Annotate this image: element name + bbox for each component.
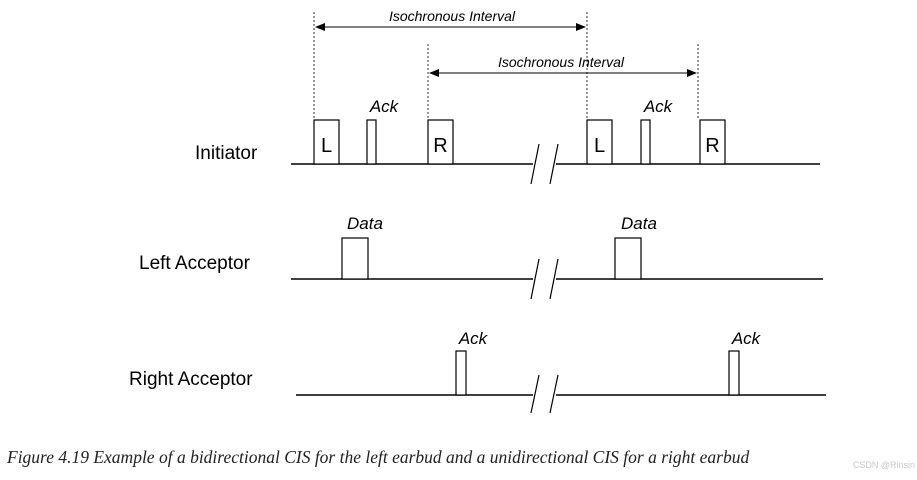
initiator-ack-1-label: Ack [369,97,400,116]
row-label-initiator: Initiator [195,143,258,164]
right-acceptor-ack-1 [455,350,467,396]
right-acceptor-ack-2-label: Ack [731,329,762,348]
isochronous-interval-1: Isochronous Interval [313,8,588,118]
interval-2-label: Isochronous Interval [498,54,625,70]
row-label-right-acceptor: Right Acceptor [129,369,253,390]
left-acceptor-data-2-label: Data [621,214,657,233]
right-acceptor-row: Right Acceptor Ack Ack [129,329,826,414]
left-acceptor-data-1 [341,237,369,280]
initiator-packet-r-1-letter: R [433,135,447,157]
left-acceptor-break-mark [530,258,559,300]
initiator-ack-1 [366,119,377,165]
initiator-packet-r-2 [699,119,726,165]
left-acceptor-data-2 [614,237,642,280]
right-acceptor-break-mark [530,374,559,414]
initiator-ack-2-label: Ack [643,97,674,116]
initiator-ack-2 [640,119,651,165]
initiator-packet-r-2-letter: R [705,135,719,157]
right-acceptor-ack-1-label: Ack [458,329,489,348]
figure-caption: Figure 4.19 Example of a bidirectional C… [7,447,750,467]
initiator-packet-r-1 [427,119,454,165]
isochronous-interval-2: Isochronous Interval [427,44,699,118]
initiator-packet-l-1-letter: L [321,135,332,157]
initiator-packet-l-2 [586,119,613,165]
left-acceptor-row: Left Acceptor Data Data [139,214,823,300]
initiator-packet-l-1 [313,119,340,165]
initiator-packet-l-2-letter: L [594,135,605,157]
right-acceptor-ack-2 [728,350,740,396]
row-label-left-acceptor: Left Acceptor [139,253,251,274]
interval-1-label: Isochronous Interval [389,8,516,24]
initiator-break-mark [530,143,559,185]
initiator-row: Initiator L Ack R L Ack R [195,97,820,185]
watermark: CSDN @Rinsin [852,460,915,470]
left-acceptor-data-1-label: Data [347,214,383,233]
